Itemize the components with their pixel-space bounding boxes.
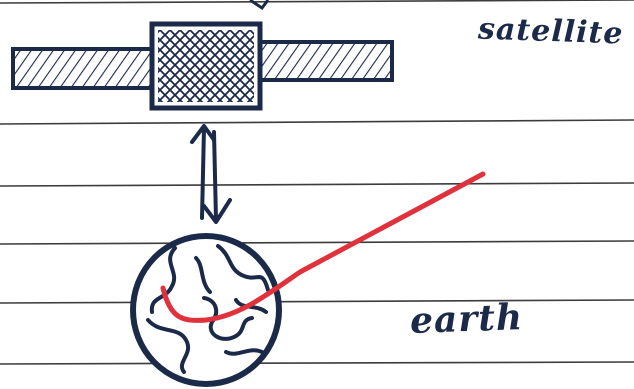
up-arrow (192, 126, 214, 218)
satellite-left-panel (13, 49, 155, 88)
ruled-line (0, 120, 634, 124)
satellite-drawing (13, 0, 392, 108)
signal-arrows (192, 126, 230, 222)
ruled-line (0, 362, 634, 364)
ruled-line (0, 183, 634, 186)
ruled-line (0, 0, 634, 3)
ruled-line (0, 241, 634, 244)
earth-drawing (133, 236, 279, 384)
down-arrow (204, 132, 230, 222)
ruled-line (0, 300, 634, 303)
satellite-body-hatching (158, 30, 254, 102)
satellite-label: satellite (477, 11, 624, 51)
earth-label: earth (409, 296, 523, 342)
satellite-right-panel (257, 42, 392, 80)
